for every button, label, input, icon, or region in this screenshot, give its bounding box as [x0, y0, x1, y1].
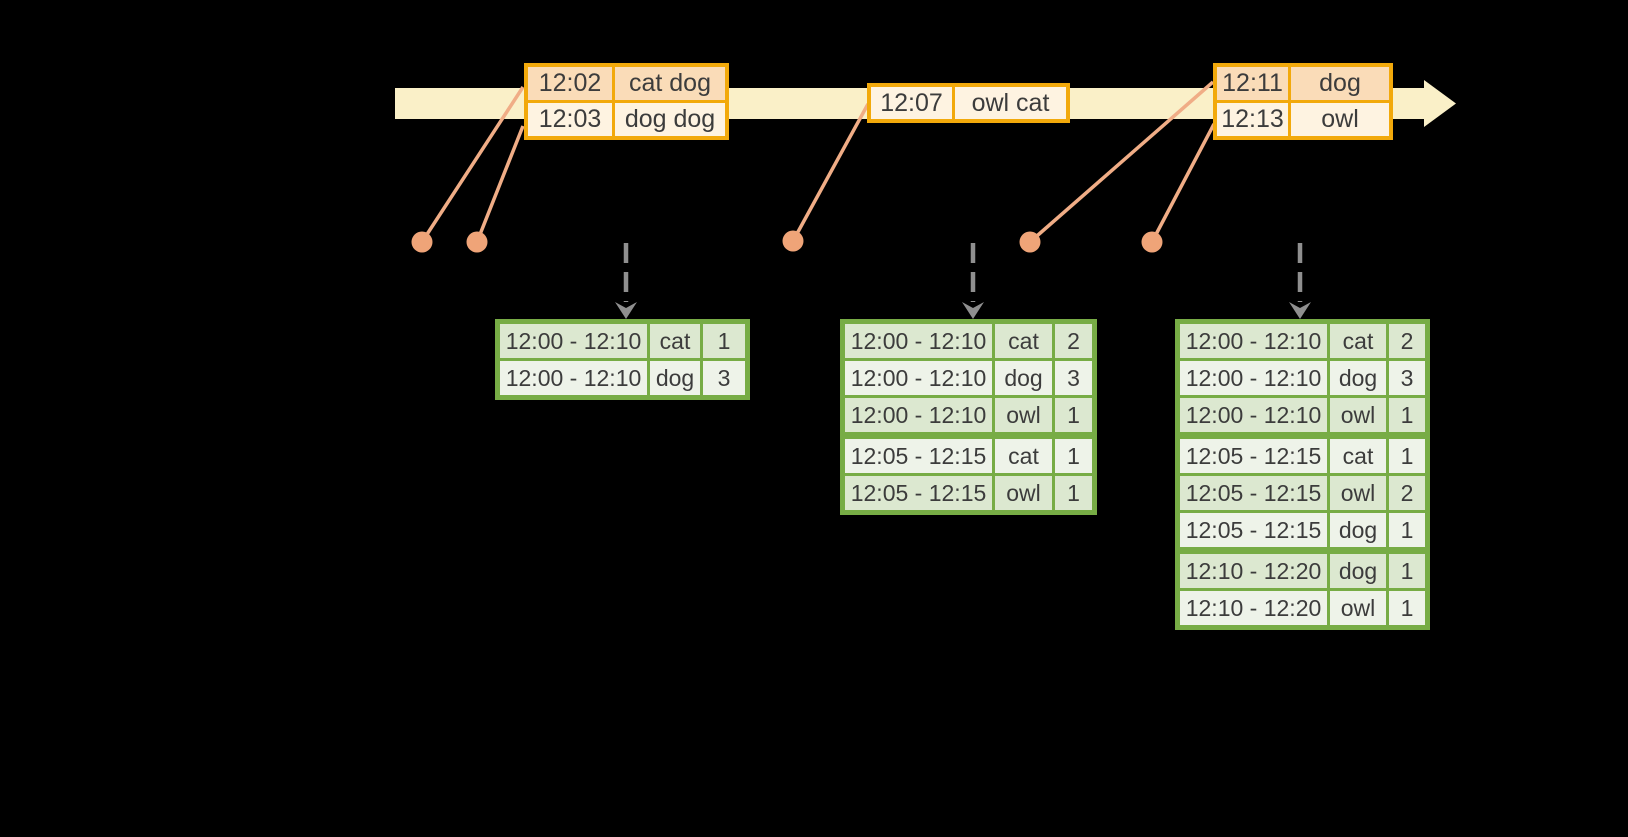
result-row: 12:00 - 12:10 owl 1 [1180, 398, 1425, 432]
result-table-2: 12:00 - 12:10 cat 2 12:00 - 12:10 dog 3 … [840, 319, 1097, 515]
word-cell: dog [995, 361, 1052, 395]
event-marker-line [475, 125, 525, 243]
window-cell: 12:00 - 12:10 [1180, 361, 1327, 395]
result-row: 12:05 - 12:15 cat 1 [1180, 439, 1425, 473]
event-words-cell: dog dog [615, 103, 725, 136]
word-cell: cat [995, 439, 1052, 473]
result-row: 12:00 - 12:10 cat 1 [500, 324, 745, 358]
window-cell: 12:05 - 12:15 [1180, 513, 1327, 547]
window-cell: 12:05 - 12:15 [845, 476, 992, 510]
result-row: 12:00 - 12:10 dog 3 [500, 361, 745, 395]
trigger-arrow [615, 243, 637, 319]
window-cell: 12:00 - 12:10 [500, 361, 647, 395]
event-marker-dot [466, 231, 488, 253]
count-cell: 1 [1389, 554, 1425, 588]
event-row: 12:03 dog dog [528, 103, 725, 136]
word-cell: dog [1330, 361, 1386, 395]
word-cell: owl [1330, 591, 1386, 625]
count-cell: 1 [1389, 591, 1425, 625]
word-cell: owl [1330, 476, 1386, 510]
word-cell: cat [1330, 324, 1386, 358]
window-cell: 12:10 - 12:20 [1180, 591, 1327, 625]
timeline-arrowhead-icon [1424, 80, 1456, 127]
result-row: 12:05 - 12:15 owl 1 [845, 476, 1092, 510]
count-cell: 3 [1389, 361, 1425, 395]
result-row: 12:10 - 12:20 dog 1 [1180, 554, 1425, 588]
count-cell: 3 [1055, 361, 1092, 395]
event-words-cell: dog [1291, 67, 1389, 100]
result-row: 12:00 - 12:10 cat 2 [845, 324, 1092, 358]
window-cell: 12:00 - 12:10 [845, 398, 992, 432]
result-row: 12:05 - 12:15 owl 2 [1180, 476, 1425, 510]
event-marker-line [791, 103, 870, 242]
event-time-cell: 12:03 [528, 103, 612, 136]
result-table-3: 12:00 - 12:10 cat 2 12:00 - 12:10 dog 3 … [1175, 319, 1430, 630]
event-table-3: 12:11 dog 12:13 owl [1213, 63, 1393, 140]
event-row: 12:11 dog [1217, 67, 1389, 100]
event-words-cell: cat dog [615, 67, 725, 100]
arrow-down-icon [962, 302, 984, 319]
event-marker-dot [411, 231, 433, 253]
word-cell: dog [1330, 554, 1386, 588]
word-cell: dog [650, 361, 700, 395]
word-cell: owl [995, 398, 1052, 432]
result-table-1: 12:00 - 12:10 cat 1 12:00 - 12:10 dog 3 [495, 319, 750, 400]
count-cell: 1 [1389, 398, 1425, 432]
event-time-cell: 12:02 [528, 67, 612, 100]
result-row: 12:00 - 12:10 dog 3 [1180, 361, 1425, 395]
window-cell: 12:00 - 12:10 [845, 324, 992, 358]
window-cell: 12:05 - 12:15 [1180, 439, 1327, 473]
arrow-down-icon [1289, 302, 1311, 319]
event-table-2: 12:07 owl cat [867, 83, 1070, 123]
count-cell: 1 [1389, 439, 1425, 473]
count-cell: 2 [1389, 324, 1425, 358]
window-cell: 12:05 - 12:15 [1180, 476, 1327, 510]
event-time-cell: 12:13 [1217, 103, 1288, 136]
event-marker-dot [782, 230, 804, 252]
window-cell: 12:10 - 12:20 [1180, 554, 1327, 588]
count-cell: 1 [1389, 513, 1425, 547]
window-cell: 12:00 - 12:10 [845, 361, 992, 395]
trigger-arrow [1289, 243, 1311, 319]
trigger-arrow [962, 243, 984, 319]
window-cell: 12:05 - 12:15 [845, 439, 992, 473]
word-cell: dog [1330, 513, 1386, 547]
word-cell: owl [1330, 398, 1386, 432]
event-words-cell: owl cat [955, 87, 1066, 119]
result-row: 12:00 - 12:10 cat 2 [1180, 324, 1425, 358]
event-row: 12:07 owl cat [871, 87, 1066, 119]
window-cell: 12:00 - 12:10 [500, 324, 647, 358]
event-marker-line [1028, 80, 1215, 244]
arrow-down-icon [615, 302, 637, 319]
word-cell: owl [995, 476, 1052, 510]
event-table-1: 12:02 cat dog 12:03 dog dog [524, 63, 729, 140]
event-marker-line [1150, 123, 1216, 243]
event-row: 12:02 cat dog [528, 67, 725, 100]
word-cell: cat [995, 324, 1052, 358]
count-cell: 2 [1389, 476, 1425, 510]
word-cell: cat [650, 324, 700, 358]
event-row: 12:13 owl [1217, 103, 1389, 136]
event-marker-dot [1019, 231, 1041, 253]
count-cell: 1 [703, 324, 745, 358]
window-cell: 12:00 - 12:10 [1180, 324, 1327, 358]
count-cell: 1 [1055, 398, 1092, 432]
window-cell: 12:00 - 12:10 [1180, 398, 1327, 432]
count-cell: 3 [703, 361, 745, 395]
event-marker-line [420, 86, 525, 243]
count-cell: 2 [1055, 324, 1092, 358]
event-marker-dot [1141, 231, 1163, 253]
result-row: 12:00 - 12:10 owl 1 [845, 398, 1092, 432]
event-time-cell: 12:11 [1217, 67, 1288, 100]
event-words-cell: owl [1291, 103, 1389, 136]
word-cell: cat [1330, 439, 1386, 473]
result-row: 12:05 - 12:15 cat 1 [845, 439, 1092, 473]
result-row: 12:05 - 12:15 dog 1 [1180, 513, 1425, 547]
result-row: 12:00 - 12:10 dog 3 [845, 361, 1092, 395]
count-cell: 1 [1055, 439, 1092, 473]
result-row: 12:10 - 12:20 owl 1 [1180, 591, 1425, 625]
count-cell: 1 [1055, 476, 1092, 510]
event-time-cell: 12:07 [871, 87, 952, 119]
